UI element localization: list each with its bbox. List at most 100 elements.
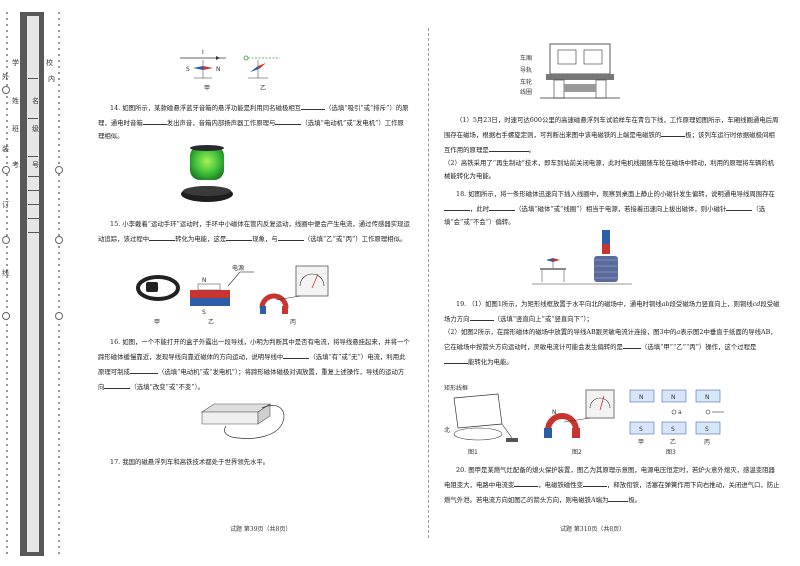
pole-label: N: [671, 394, 676, 401]
q18-text: （选填“磁体”或“线圈”）相当于电源，若接着迅速向上拔出磁体，则小磁针: [515, 205, 727, 213]
q19-text: 段受磁场力方向: [444, 300, 780, 323]
cut-line-dot: [58, 18, 60, 20]
cut-line-dot: [58, 420, 60, 422]
cut-line-dot: [58, 150, 60, 152]
cut-line-dot: [58, 270, 60, 272]
cut-line-dot: [6, 276, 8, 278]
answer-blank[interactable]: [142, 115, 167, 125]
answer-blank[interactable]: [149, 231, 176, 241]
cut-line-dot: [58, 372, 60, 374]
pole-label: S: [705, 426, 709, 433]
dotted-cut-line-right: [56, 12, 62, 556]
cut-line-dot: [6, 180, 8, 182]
cut-line-dot: [6, 462, 8, 464]
answer-blank[interactable]: [444, 201, 470, 211]
cut-line-dot: [6, 372, 8, 374]
cut-line-dot: [58, 102, 60, 104]
answer-blank[interactable]: [488, 142, 529, 152]
cut-line-dot: [58, 300, 60, 302]
cut-line-dot: [6, 516, 8, 518]
current-label: I: [202, 49, 204, 56]
answer-blank[interactable]: [444, 354, 468, 364]
q16-text: 16. 如图，一个不能打开的盒子外露出一段导线，小明为判断其中是否有电流，将导线…: [98, 338, 410, 361]
cut-line-dot: [58, 528, 60, 530]
dotted-cut-line-left: [4, 12, 10, 556]
answer-blank[interactable]: [514, 477, 539, 487]
answer-blank[interactable]: [661, 127, 686, 137]
cut-line-dot: [58, 438, 60, 440]
cut-line-dot: [6, 132, 8, 134]
answer-blank[interactable]: [726, 201, 753, 211]
cut-line-dot: [58, 462, 60, 464]
cut-line-dot: [6, 354, 8, 356]
cut-line-dot: [58, 354, 60, 356]
question-17-parts: （1）5月23日，时速可达600公里的高速磁悬浮列车试验样车在青岛下线，工作原理…: [444, 114, 780, 183]
cut-line-dot: [58, 192, 60, 194]
q17-text: 极；该列车运行时依据磁极间相互作用的原理是: [444, 131, 775, 154]
cut-line-dot: [6, 348, 8, 350]
cut-line-dot: [58, 48, 60, 50]
cut-line-dot: [6, 264, 8, 266]
q19-text: （选填“竖直向上”或“竖直向下”）；: [493, 315, 593, 323]
question-17: 17. 我国的磁悬浮列车和高铁技术都处于世界领先水平。: [98, 456, 410, 469]
cut-line-dot: [58, 306, 60, 308]
answer-blank[interactable]: [301, 100, 326, 110]
cut-line-dot: [58, 432, 60, 434]
cut-line-dot: [58, 228, 60, 230]
binding-hole: [2, 312, 10, 320]
answer-blank[interactable]: [283, 349, 310, 359]
cut-line-dot: [6, 342, 8, 344]
question-15: 15. 小李戴着“运动手环”运动时，手环中小磁体在管内反复运动，线圈中便会产生电…: [98, 218, 410, 246]
answer-blank[interactable]: [489, 201, 516, 211]
q19-text: 能转化为电能。: [468, 358, 513, 366]
q14-text: 发出声音，音箱内部扬声器工作原理与: [166, 119, 276, 127]
q20-text: ，电磁铁磁性变: [538, 481, 584, 489]
pole-s: S: [186, 66, 190, 73]
cut-line-dot: [58, 144, 60, 146]
binding-label: 外: [2, 73, 9, 81]
q16-text: （选填“有”或“无”）电流，利用此原理可制成: [98, 353, 406, 376]
cut-line-dot: [6, 24, 8, 26]
q15-figure: 甲 N S 电源 乙 丙: [136, 264, 329, 326]
cut-line-dot: [58, 540, 60, 542]
cut-line-dot: [58, 30, 60, 32]
cut-line-dot: [58, 222, 60, 224]
answer-blank[interactable]: [129, 364, 158, 374]
cut-line-dot: [58, 72, 60, 74]
cut-line-dot: [58, 198, 60, 200]
q19-var: ab: [661, 300, 670, 308]
answer-blank[interactable]: [608, 492, 629, 502]
binding-label: 装: [2, 145, 9, 153]
answer-blank[interactable]: [622, 339, 641, 349]
cut-line-dot: [6, 36, 8, 38]
cut-line-dot: [58, 480, 60, 482]
maglev-label: 车轮: [520, 78, 532, 86]
cut-line-dot: [58, 90, 60, 92]
binding-hole: [55, 236, 63, 244]
cut-line-dot: [6, 402, 8, 404]
cut-line-dot: [6, 150, 8, 152]
answer-blank[interactable]: [583, 477, 608, 487]
cut-line-dot: [6, 444, 8, 446]
answer-blank[interactable]: [277, 231, 304, 241]
cut-line-dot: [6, 294, 8, 296]
cut-line-dot: [58, 294, 60, 296]
cut-line-dot: [58, 210, 60, 212]
cut-line-dot: [6, 456, 8, 458]
cut-line-dot: [6, 66, 8, 68]
cut-line-dot: [6, 438, 8, 440]
cut-line-dot: [58, 474, 60, 476]
binding-label: 考: [12, 161, 19, 169]
page-footer-left: 试题 第39页（共8页）: [230, 526, 292, 533]
cut-line-dot: [6, 492, 8, 494]
answer-blank[interactable]: [469, 311, 494, 321]
answer-blank[interactable]: [275, 115, 302, 125]
cut-line-dot: [58, 132, 60, 134]
cut-line-dot: [6, 498, 8, 500]
answer-blank[interactable]: [104, 379, 131, 389]
binding-label: 线: [2, 269, 9, 277]
answer-blank[interactable]: [226, 231, 253, 241]
binding-underline: [28, 204, 40, 205]
cut-line-dot: [6, 510, 8, 512]
cut-line-dot: [6, 78, 8, 80]
